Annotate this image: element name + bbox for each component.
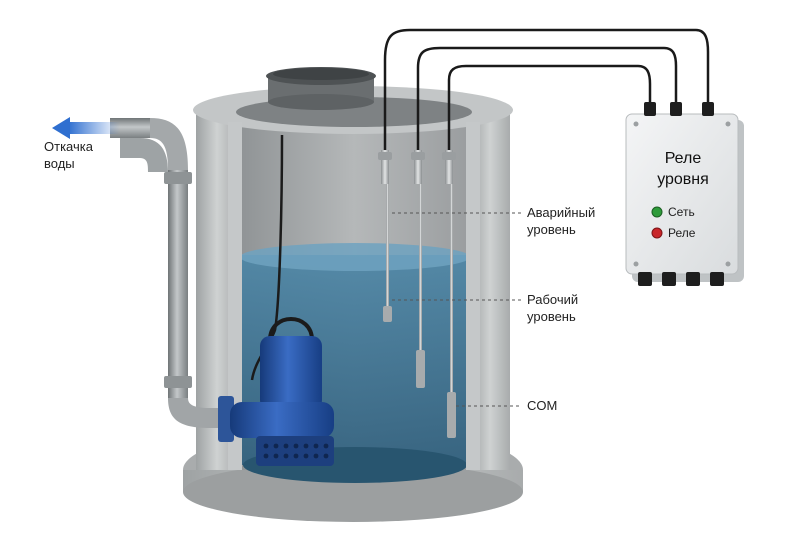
cable-com bbox=[447, 64, 652, 150]
probe-com bbox=[442, 150, 456, 438]
pipe-coupling-top bbox=[164, 172, 192, 184]
relay-bottom-glands bbox=[638, 272, 724, 286]
pump-body bbox=[260, 336, 322, 410]
relay-screws bbox=[633, 121, 731, 267]
pump-volute bbox=[230, 402, 334, 438]
pipe-coupling-bottom bbox=[164, 376, 192, 388]
pit-cut-right bbox=[466, 122, 480, 470]
cable-working bbox=[416, 46, 678, 150]
manhole-lid-top bbox=[273, 68, 369, 80]
pump-handle bbox=[268, 317, 314, 341]
water-surface bbox=[240, 243, 470, 271]
power-indicator-label: Сеть bbox=[668, 205, 695, 219]
pit-wall-left bbox=[196, 110, 238, 470]
manhole-base bbox=[268, 94, 374, 110]
relay-top-glands bbox=[644, 102, 714, 116]
pump-intake bbox=[256, 436, 334, 466]
com-label: COM bbox=[527, 398, 558, 413]
outflow-arrow-tail bbox=[68, 122, 120, 134]
relay-indicator-label: Реле bbox=[668, 226, 696, 240]
emergency-level-label: Аварийный уровень bbox=[527, 205, 596, 237]
pit-cut-left bbox=[228, 122, 242, 470]
pump-intake-holes bbox=[263, 443, 329, 459]
discharge-pipe-vertical bbox=[168, 170, 188, 400]
outlet-label: Откачка воды bbox=[44, 139, 93, 171]
pump-flange bbox=[218, 396, 234, 442]
discharge-pipe-elbow-bottom bbox=[168, 398, 232, 428]
probe-emergency bbox=[378, 150, 392, 322]
relay-led-icon bbox=[651, 227, 663, 239]
relay-box bbox=[625, 113, 739, 275]
cable-emergency bbox=[383, 28, 710, 150]
relay-title: Реле уровня bbox=[657, 150, 709, 188]
discharge-pipe-elbow-top bbox=[150, 118, 188, 170]
outflow-arrow-head bbox=[52, 117, 70, 139]
discharge-pipe-bend-top bbox=[120, 138, 168, 172]
probe-working bbox=[411, 150, 425, 388]
working-level-label: Рабочий уровень bbox=[527, 292, 579, 324]
power-led-icon bbox=[651, 206, 663, 218]
